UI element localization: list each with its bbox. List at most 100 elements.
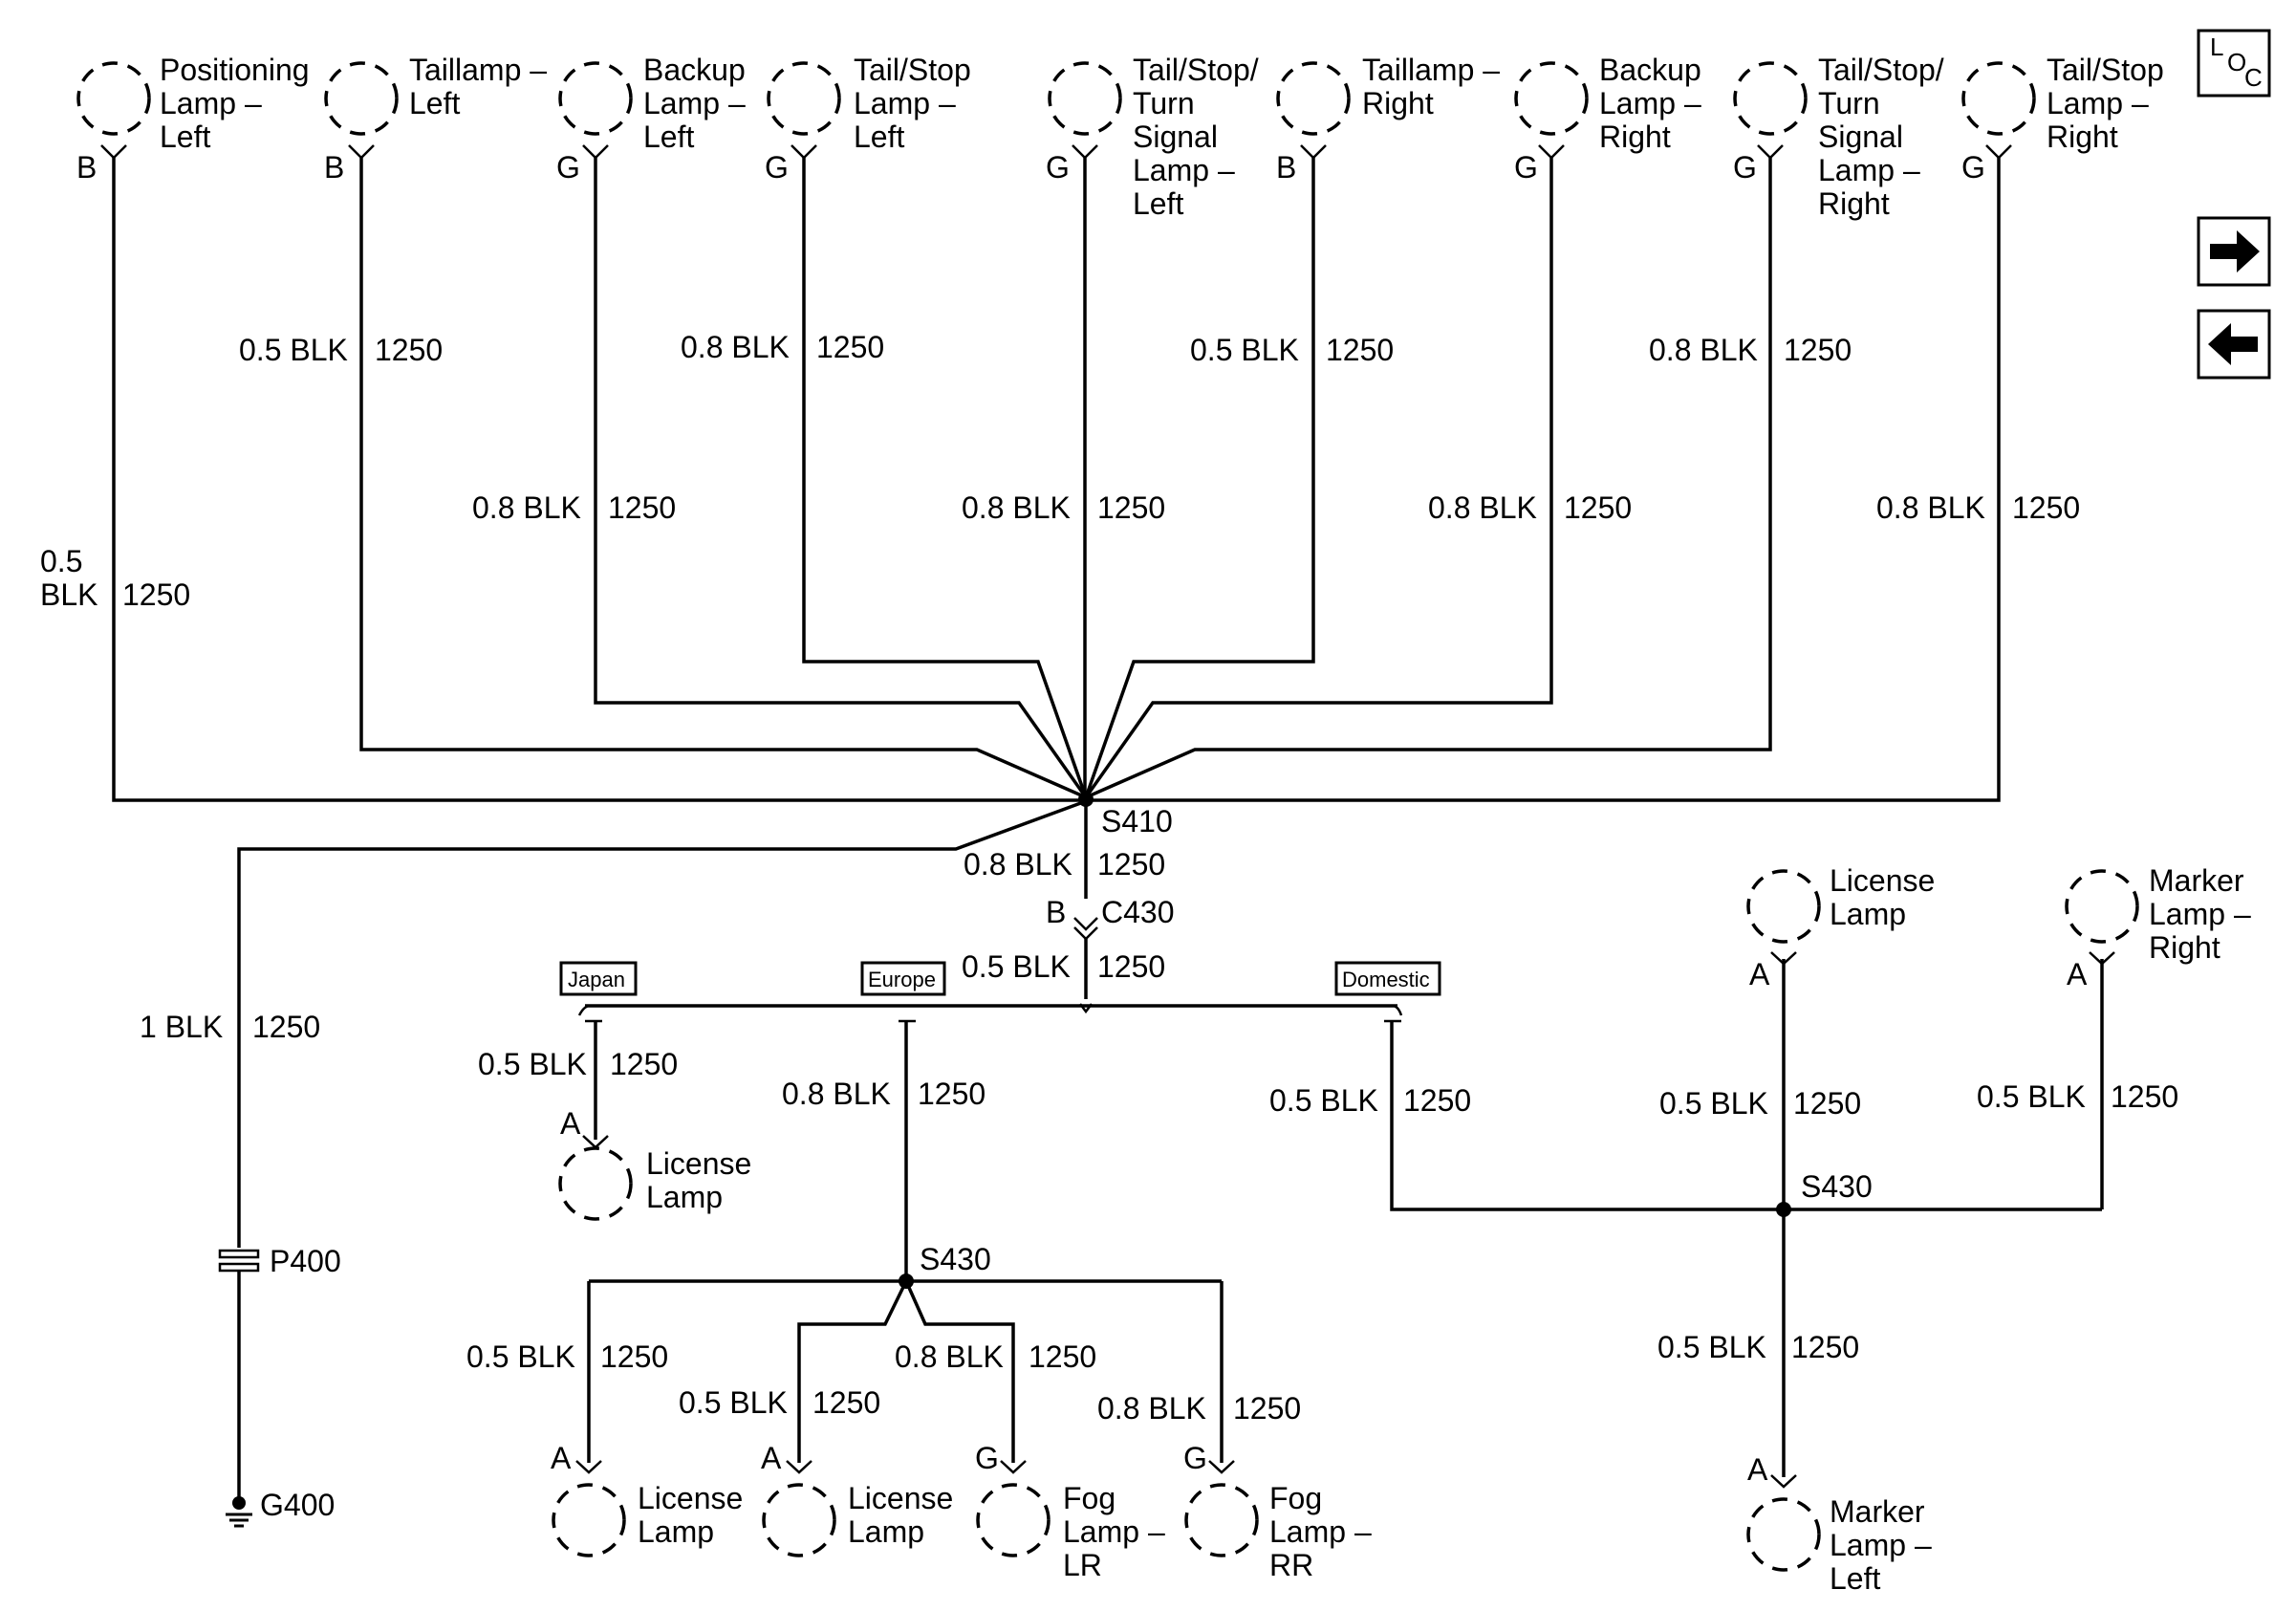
svg-text:0.8 BLK: 0.8 BLK <box>964 847 1072 882</box>
svg-text:0.8 BLK: 0.8 BLK <box>1876 490 1985 525</box>
svg-text:Marker: Marker <box>2149 863 2244 898</box>
domestic-labels: 0.5 BLK 1250 License Lamp A Marker Lamp … <box>1269 863 2251 1596</box>
europe-labels: 0.8 BLK 1250 S430 0.5 BLK 1250 0.5 BLK 1… <box>466 1077 1372 1582</box>
svg-text:G: G <box>1046 150 1070 185</box>
lamp-taillamp-right-icon <box>1276 61 1351 136</box>
label-tailstop-left-3: Left <box>854 120 904 154</box>
svg-text:1250: 1250 <box>816 330 884 364</box>
ground-g400-icon <box>226 1496 252 1528</box>
svg-text:1250: 1250 <box>1097 949 1165 984</box>
svg-text:Fog: Fog <box>1269 1481 1322 1515</box>
connector-c430 <box>1073 917 1098 941</box>
label-backup-right-1: Backup <box>1599 53 1701 87</box>
connector-p400-label: P400 <box>270 1244 341 1278</box>
svg-text:G: G <box>556 150 580 185</box>
svg-text:1250: 1250 <box>1097 847 1165 882</box>
svg-text:Marker: Marker <box>1830 1494 1925 1529</box>
ground-g400-label: G400 <box>260 1488 335 1522</box>
svg-text:1250: 1250 <box>122 577 190 612</box>
lamp-positioning-left-icon <box>76 61 151 136</box>
splice-s410-label: S410 <box>1101 804 1173 838</box>
lamp-turn-left-icon <box>1048 61 1122 136</box>
svg-text:LR: LR <box>1063 1548 1102 1582</box>
svg-text:A: A <box>761 1441 782 1475</box>
splice-s430-domestic-label: S430 <box>1801 1169 1873 1204</box>
lamp-marker-left-icon <box>1746 1497 1821 1572</box>
label-positioning-left-1: Positioning <box>160 53 310 87</box>
svg-text:1 BLK: 1 BLK <box>140 1010 223 1044</box>
tag-japan: Japan <box>559 961 638 996</box>
svg-text:B: B <box>324 150 344 185</box>
label-taillamp-right-1: Taillamp – <box>1362 53 1500 87</box>
svg-text:0.5 BLK: 0.5 BLK <box>478 1047 587 1081</box>
tag-europe: Europe <box>860 961 946 996</box>
splice-s430-europe-label: S430 <box>920 1242 991 1276</box>
svg-text:1250: 1250 <box>1784 333 1852 367</box>
svg-text:1250: 1250 <box>2012 490 2080 525</box>
svg-text:1250: 1250 <box>1233 1391 1301 1426</box>
middle-labels: S410 0.8 BLK 1250 B C430 0.5 BLK 1250 1 … <box>140 804 1175 1522</box>
svg-text:0.8 BLK: 0.8 BLK <box>1428 490 1537 525</box>
svg-text:RR: RR <box>1269 1548 1313 1582</box>
loc-button[interactable]: L O C <box>2197 29 2271 98</box>
lamp-license-domestic-icon <box>1746 869 1821 944</box>
svg-text:A: A <box>551 1441 572 1475</box>
top-wires <box>112 158 2001 1248</box>
lamp-license-japan-icon <box>558 1146 633 1221</box>
svg-text:Left: Left <box>1830 1561 1880 1596</box>
label-turn-left-2: Turn <box>1133 86 1195 120</box>
svg-text:1250: 1250 <box>918 1077 986 1111</box>
label-tailstop-left-1: Tail/Stop <box>854 53 971 87</box>
japan-labels: 0.5 BLK 1250 A License Lamp <box>478 1047 751 1214</box>
label-backup-left-3: Left <box>643 120 694 154</box>
svg-text:1250: 1250 <box>610 1047 678 1081</box>
svg-text:Lamp –: Lamp – <box>1063 1514 1165 1549</box>
svg-text:1250: 1250 <box>600 1339 668 1374</box>
svg-text:Europe: Europe <box>868 968 936 991</box>
lamp-backup-right-icon <box>1514 61 1589 136</box>
svg-text:0.5 BLK: 0.5 BLK <box>1977 1079 2086 1114</box>
lamp-tailstop-right-icon <box>1961 61 2036 136</box>
svg-text:B: B <box>1046 895 1066 929</box>
svg-text:G: G <box>1183 1441 1207 1475</box>
lamp-license-2-icon <box>762 1483 836 1557</box>
label-taillamp-left-1: Taillamp – <box>409 53 547 87</box>
label-turn-right-4: Lamp – <box>1818 153 1920 187</box>
svg-text:Lamp –: Lamp – <box>2149 897 2251 931</box>
label-tailstop-left-2: Lamp – <box>854 86 956 120</box>
lamp-backup-left-icon <box>558 61 633 136</box>
svg-text:Japan: Japan <box>568 968 625 991</box>
label-turn-right-1: Tail/Stop/ <box>1818 53 1944 87</box>
label-turn-left-5: Left <box>1133 186 1183 221</box>
label-positioning-left-3: Left <box>160 120 210 154</box>
svg-text:1250: 1250 <box>1097 490 1165 525</box>
svg-text:G: G <box>1514 150 1538 185</box>
svg-text:License: License <box>638 1481 743 1515</box>
svg-text:B: B <box>76 150 97 185</box>
label-turn-left-3: Signal <box>1133 120 1218 154</box>
svg-text:1250: 1250 <box>2111 1079 2178 1114</box>
svg-text:0.8 BLK: 0.8 BLK <box>782 1077 891 1111</box>
label-turn-right-5: Right <box>1818 186 1890 221</box>
svg-text:Right: Right <box>2149 930 2220 965</box>
domestic-branch <box>1390 959 2104 1477</box>
next-arrow-button[interactable] <box>2197 216 2271 287</box>
loc-label-c: C <box>2244 63 2263 92</box>
svg-text:Lamp –: Lamp – <box>1830 1528 1932 1562</box>
svg-text:1250: 1250 <box>1326 333 1394 367</box>
svg-text:0.5 BLK: 0.5 BLK <box>679 1385 788 1420</box>
svg-text:0.5 BLK: 0.5 BLK <box>1657 1330 1766 1364</box>
svg-text:G: G <box>1961 150 1985 185</box>
prev-arrow-button[interactable] <box>2197 309 2271 380</box>
top-pin-labels: B B G G G B G G G <box>76 150 1985 185</box>
label-taillamp-right-2: Right <box>1362 86 1434 120</box>
label-turn-left-4: Lamp – <box>1133 153 1235 187</box>
svg-text:1250: 1250 <box>1029 1339 1096 1374</box>
svg-text:License: License <box>848 1481 953 1515</box>
lamp-fog-lr-icon <box>976 1483 1051 1557</box>
loc-label-o: O <box>2227 48 2246 76</box>
label-taillamp-left-2: Left <box>409 86 460 120</box>
svg-text:0.5 BLK: 0.5 BLK <box>239 333 348 367</box>
svg-text:1250: 1250 <box>1793 1086 1861 1121</box>
